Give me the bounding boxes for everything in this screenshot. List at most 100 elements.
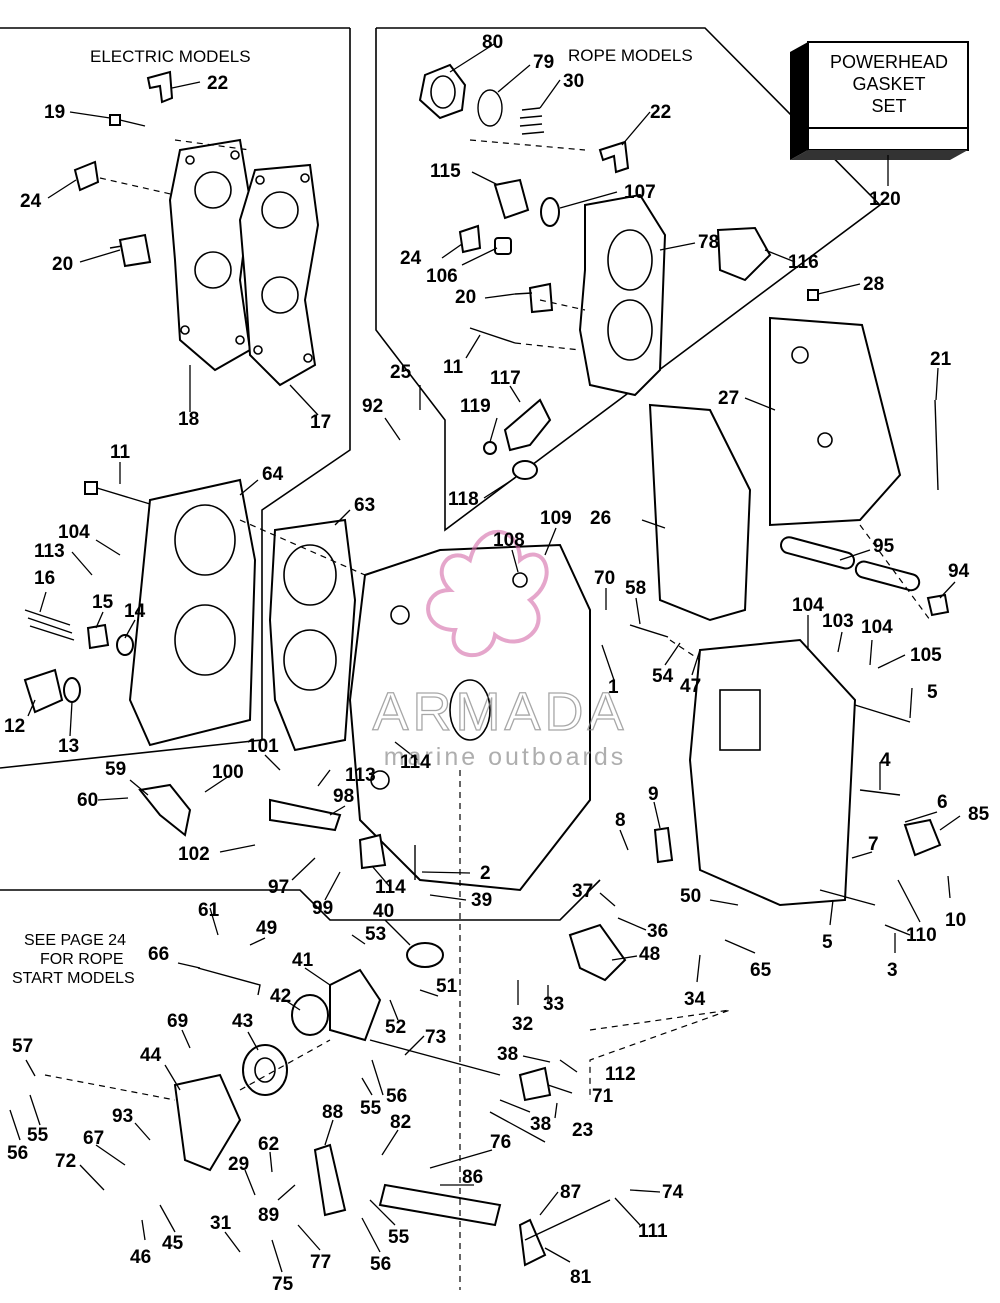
screw-58 — [629, 624, 669, 638]
callout-42: 42 — [270, 986, 291, 1007]
callout-56-left: 56 — [7, 1143, 28, 1164]
callout-45: 45 — [162, 1233, 184, 1254]
lower-right-dashed-border — [589, 1009, 731, 1100]
callout-41: 41 — [292, 950, 314, 971]
callout-24-electric: 24 — [20, 191, 42, 212]
callout-104-right-b: 104 — [861, 617, 893, 638]
callout-1: 1 — [608, 677, 619, 698]
callout-36: 36 — [647, 921, 668, 942]
alignment-lines — [44, 139, 931, 1290]
tubes-95 — [780, 536, 921, 592]
callout-79: 79 — [533, 52, 554, 73]
callout-59: 59 — [105, 759, 126, 780]
callout-66: 66 — [148, 944, 169, 965]
callout-38-upper: 38 — [497, 1044, 518, 1065]
bracket-116 — [716, 226, 772, 282]
callout-30: 30 — [563, 71, 584, 92]
callout-48: 48 — [639, 944, 660, 965]
callout-54: 54 — [652, 666, 674, 687]
lower-crankcase — [688, 638, 857, 907]
callout-93: 93 — [112, 1106, 133, 1127]
callout-104-right-a: 104 — [792, 595, 824, 616]
spring-16 — [24, 609, 75, 641]
callout-57: 57 — [12, 1036, 33, 1057]
cylinder-head-gasket-17 — [238, 163, 320, 387]
callout-19: 19 — [44, 102, 65, 123]
callout-72: 72 — [55, 1151, 76, 1172]
callout-20-electric: 20 — [52, 254, 73, 275]
powerhead-gasket-set-box: POWERHEAD GASKET SET — [790, 41, 969, 160]
callout-18: 18 — [178, 409, 199, 430]
cylinder-head-78 — [578, 193, 667, 397]
callout-8: 8 — [615, 810, 626, 831]
thermostat-12 — [23, 668, 64, 714]
callout-47: 47 — [680, 676, 701, 697]
watermark-tagline: marine outboards — [384, 743, 627, 771]
callout-7: 7 — [868, 834, 879, 855]
callout-87: 87 — [560, 1182, 581, 1203]
callout-89: 89 — [258, 1205, 279, 1226]
callout-9: 9 — [648, 784, 659, 805]
callout-113-center: 113 — [345, 765, 376, 786]
callout-105: 105 — [910, 645, 942, 666]
callout-2: 2 — [480, 863, 491, 884]
callout-4: 4 — [880, 750, 891, 771]
callout-76: 76 — [490, 1132, 511, 1153]
callout-65: 65 — [750, 960, 772, 981]
callout-103: 103 — [822, 611, 854, 632]
lever-81 — [518, 1199, 611, 1267]
bracket-9 — [653, 826, 674, 864]
callout-13: 13 — [58, 736, 79, 757]
see-page-note-line3: START MODELS — [12, 970, 135, 987]
bolt-4 — [859, 789, 901, 796]
callout-22-electric: 22 — [207, 73, 228, 94]
callout-11: 11 — [110, 442, 131, 463]
bolt-5-lower — [819, 889, 876, 906]
bolt-11 — [84, 481, 151, 505]
callout-118: 118 — [448, 489, 479, 510]
callout-80: 80 — [482, 32, 503, 53]
callout-49: 49 — [256, 918, 277, 939]
callout-5-lower: 5 — [822, 932, 833, 953]
callout-12: 12 — [4, 716, 25, 737]
callout-labels: 22 19 24 20 18 17 80 79 30 22 115 107 24… — [4, 32, 990, 1295]
link-rod-73 — [369, 1039, 501, 1076]
link-86 — [378, 1183, 502, 1227]
gasket-box-line3: SET — [871, 96, 906, 116]
callout-74: 74 — [662, 1182, 684, 1203]
cam-spring-43 — [242, 1044, 288, 1096]
callout-85: 85 — [968, 804, 990, 825]
callout-97: 97 — [268, 877, 289, 898]
callout-10: 10 — [945, 910, 966, 931]
callout-24-rope: 24 — [400, 248, 422, 269]
crankcase-main — [348, 543, 591, 892]
callout-21: 21 — [930, 349, 952, 370]
callout-77: 77 — [310, 1252, 331, 1273]
arm-48 — [568, 923, 627, 982]
callout-81: 81 — [570, 1267, 592, 1288]
gasket-63 — [268, 518, 357, 752]
electric-models-title: ELECTRIC MODELS — [90, 47, 251, 66]
callout-86: 86 — [462, 1167, 483, 1188]
washer-13 — [63, 677, 81, 703]
callout-109: 109 — [540, 508, 572, 529]
callout-15: 15 — [92, 592, 114, 613]
callout-61: 61 — [198, 900, 220, 921]
callout-112: 112 — [605, 1064, 636, 1085]
callout-34: 34 — [684, 989, 706, 1010]
electric-models-border — [0, 28, 351, 769]
rope-models-border — [375, 27, 882, 532]
housing-80 — [418, 63, 467, 120]
screw-19 — [109, 114, 146, 127]
washer-40 — [406, 942, 444, 968]
callout-26: 26 — [590, 508, 611, 529]
watermark: ARMADA marine outboards — [372, 529, 627, 771]
screw-28 — [807, 289, 819, 301]
callout-5-upper: 5 — [927, 682, 938, 703]
sensor-20-rope — [514, 282, 554, 314]
sensor-20-electric — [109, 233, 152, 268]
bolt-5-upper — [854, 704, 911, 723]
callout-14-left: 14 — [124, 601, 146, 622]
callout-22-rope: 22 — [650, 102, 671, 123]
